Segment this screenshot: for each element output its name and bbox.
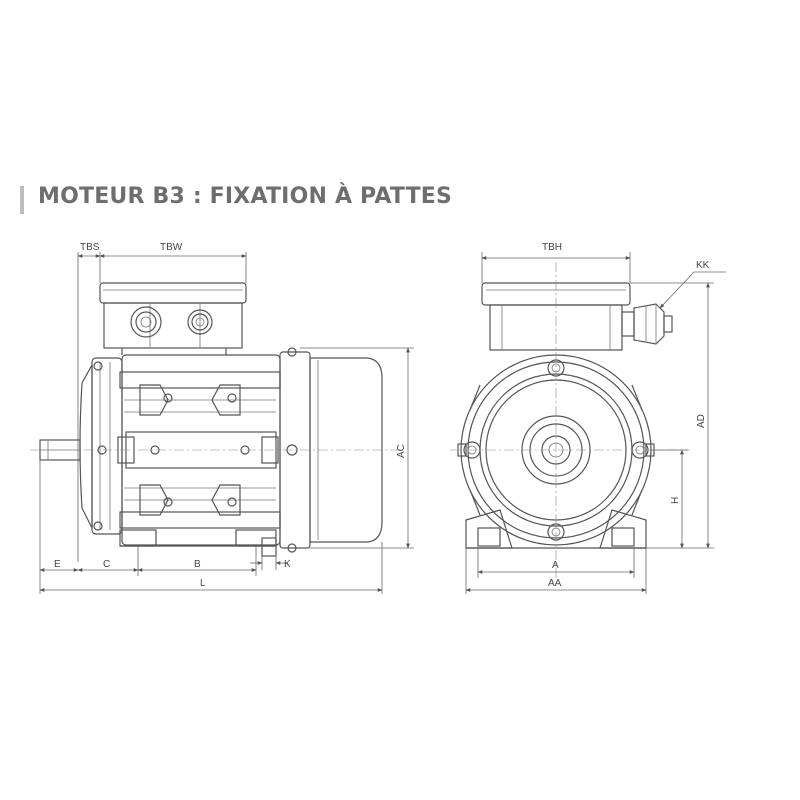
front-feet [465, 509, 647, 549]
side-view [30, 252, 414, 594]
label-kk: KK [696, 260, 710, 271]
label-ac: AC [396, 444, 407, 458]
side-cable-glands [130, 306, 213, 338]
side-feet [119, 529, 277, 557]
front-cable-gland [621, 303, 673, 345]
dimension-labels: TBS TBW TBH KK AC AD H E C B K L A AA [54, 242, 710, 589]
label-c: C [103, 559, 110, 570]
label-ad: AD [696, 414, 707, 428]
label-aa: AA [548, 578, 562, 589]
side-front-shield [79, 357, 123, 535]
label-h: H [670, 497, 681, 504]
label-tbs: TBS [80, 242, 100, 253]
side-dimensions [39, 252, 414, 594]
label-k: K [284, 559, 291, 570]
label-l: L [200, 578, 206, 589]
front-dimensions [465, 252, 726, 594]
title-accent-bar [20, 186, 24, 214]
label-tbw: TBW [160, 242, 183, 253]
label-e: E [54, 559, 61, 570]
side-terminal-box [99, 282, 247, 355]
label-tbh: TBH [542, 242, 562, 253]
page-title: MOTEUR B3 : FIXATION À PATTES [38, 184, 453, 209]
label-b: B [194, 559, 201, 570]
front-view [450, 252, 726, 594]
label-a: A [552, 560, 559, 571]
